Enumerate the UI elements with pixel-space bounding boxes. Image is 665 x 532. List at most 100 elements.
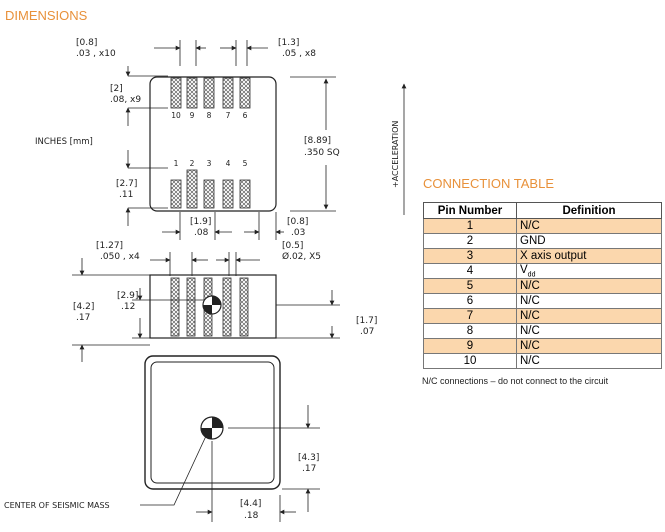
top-pad: [222, 77, 234, 109]
definition-text: N/C: [520, 310, 540, 323]
units-label: INCHES [mm]: [35, 137, 93, 147]
bottom-pad-row: [170, 169, 251, 209]
dim-body-in: .350 SQ: [304, 148, 340, 158]
definition-text: V: [520, 264, 528, 276]
bottom-pad: [203, 179, 215, 209]
dim-span-in: .08: [194, 228, 209, 238]
definition-text: GND: [520, 235, 546, 247]
table-note: N/C connections – do not connect to the …: [422, 376, 609, 386]
top-pad: [170, 77, 182, 109]
header-definition: Definition: [516, 202, 662, 219]
pin-number-cell: 8: [423, 323, 517, 340]
pin-number-cell: 10: [423, 353, 517, 370]
pin-number-cell: 1: [423, 218, 517, 234]
definition-cell: GND: [516, 233, 662, 249]
bottom-pad: [222, 179, 234, 209]
dim-span-mm: [1.9]: [190, 217, 211, 227]
dim-mass-x-in: .18: [244, 511, 259, 521]
side-view: [149, 274, 277, 339]
bottom-pin-number: 2: [190, 159, 195, 168]
dim-height-in: .17: [76, 313, 90, 323]
dim-edge-in: .03: [291, 228, 305, 238]
dim-lead-pitch-in: .050 , x4: [100, 252, 140, 262]
side-outline: [149, 274, 277, 339]
pin-number-cell: 5: [423, 278, 517, 295]
definition-text: N/C: [520, 280, 540, 293]
dim-height-mm: [4.2]: [73, 302, 94, 312]
lid-outline: [144, 355, 281, 490]
dim-mass-height-mm: [2.9]: [117, 291, 138, 301]
top-pad: [203, 77, 215, 109]
dim-lead-pitch-mm: [1.27]: [96, 241, 123, 251]
definition-subscript: dd: [527, 271, 536, 279]
lid-inner: [150, 361, 275, 484]
dimensions-heading: DIMENSIONS: [5, 8, 88, 23]
dim-pad-width-in: .05 , x8: [282, 49, 316, 59]
definition-cell: N/C: [516, 218, 662, 234]
definition-text: X axis output: [520, 250, 587, 262]
dim-pitch-mm: [0.8]: [76, 38, 97, 48]
bottom-pad: [170, 179, 182, 209]
pin-number-cell: 3: [423, 248, 517, 264]
dim-pad-width-mm: [1.3]: [278, 38, 299, 48]
dim-edge-mm: [0.8]: [287, 217, 308, 227]
bottom-pin-number: 3: [207, 159, 212, 168]
header-pin-number: Pin Number: [423, 202, 517, 219]
definition-cell: Vdd: [516, 262, 662, 280]
definition-text: N/C: [520, 340, 540, 353]
definition-text: N/C: [520, 325, 540, 338]
dim-pad-len-mm: [2]: [110, 84, 123, 94]
dim-mass-height-in: .12: [121, 302, 135, 312]
pin-number-cell: 6: [423, 293, 517, 310]
dim-via-mm: [0.5]: [282, 241, 303, 251]
side-lead: [239, 277, 249, 337]
definition-text: N/C: [520, 355, 540, 368]
dim-pad-len-in: .08, x9: [110, 95, 141, 105]
pin-number-cell: 4: [423, 262, 517, 280]
definition-cell: N/C: [516, 308, 662, 325]
lid-view: [144, 355, 281, 490]
definition-text: N/C: [520, 295, 540, 308]
acceleration-label: +ACCELERATION: [391, 121, 400, 188]
side-lead: [170, 277, 180, 337]
top-pin-number: 10: [171, 111, 181, 120]
definition-cell: N/C: [516, 353, 662, 370]
bottom-pad: [186, 169, 198, 209]
bottom-pin-number: 4: [226, 159, 231, 168]
top-pad: [239, 77, 251, 109]
package-outline: [149, 76, 277, 212]
pin-number-cell: 9: [423, 338, 517, 355]
dim-mass-x-mm: [4.4]: [240, 499, 261, 509]
top-pin-number: 7: [226, 111, 231, 120]
dim-mass-y-in: .17: [302, 464, 316, 474]
definition-cell: N/C: [516, 323, 662, 340]
bottom-pad: [239, 179, 251, 209]
side-lead: [222, 277, 232, 337]
definition-cell: N/C: [516, 293, 662, 310]
top-pin-number: 8: [207, 111, 212, 120]
top-pad: [186, 77, 198, 109]
pin-number-cell: 7: [423, 308, 517, 325]
dim-standoff-mm: [1.7]: [356, 316, 377, 326]
definition-cell: N/C: [516, 338, 662, 355]
table-header-row: Pin Number Definition: [423, 202, 662, 219]
dim-pad-long-in: .11: [119, 190, 133, 200]
pin-number-cell: 2: [423, 233, 517, 249]
top-pin-number: 9: [190, 111, 195, 120]
dim-pad-long-mm: [2.7]: [116, 179, 137, 189]
dim-standoff-in: .07: [360, 327, 374, 337]
dim-pitch-in: .03 , x10: [76, 49, 116, 59]
